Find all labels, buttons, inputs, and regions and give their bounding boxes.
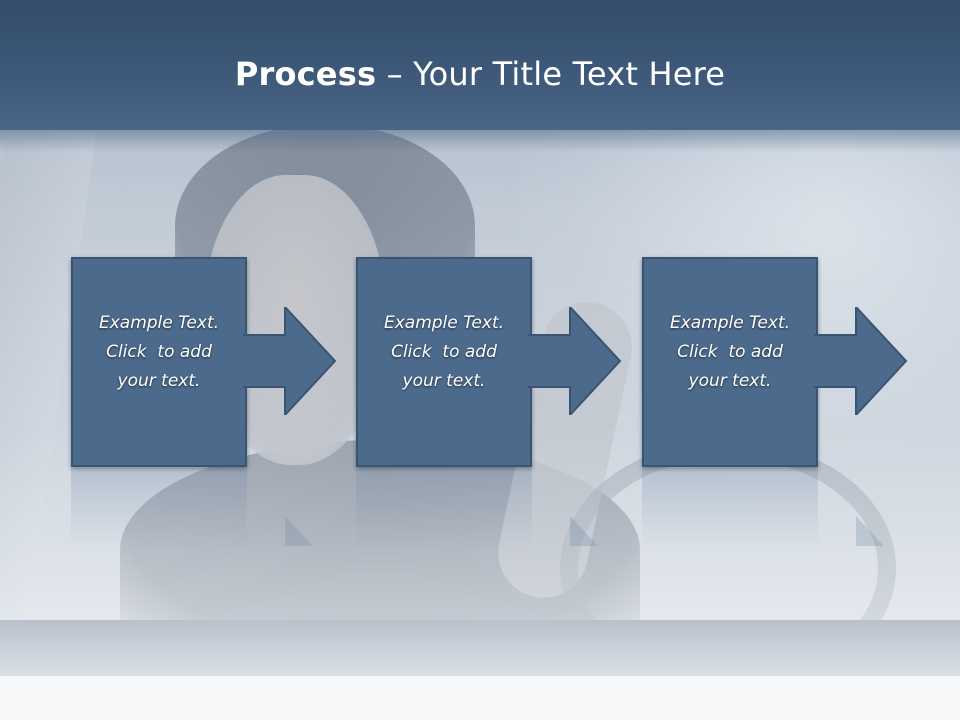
- arrow-reflection-icon: [856, 516, 884, 546]
- right-arrow-icon: [243, 307, 337, 415]
- right-arrow-icon: [814, 307, 908, 415]
- step-reflection: [71, 468, 351, 548]
- arrow-reflection-icon: [285, 516, 313, 546]
- process-step-3[interactable]: Example Text. Click to add your text.: [642, 257, 922, 467]
- step-reflection: [642, 468, 922, 548]
- slide-title[interactable]: Process – Your Title Text Here: [0, 52, 960, 96]
- title-bar: [0, 0, 960, 130]
- right-arrow-icon: [528, 307, 622, 415]
- arrow-reflection-icon: [570, 516, 598, 546]
- step-text[interactable]: Example Text. Click to add your text.: [98, 313, 220, 391]
- step-box[interactable]: [71, 257, 247, 467]
- process-step-1[interactable]: Example Text. Click to add your text.: [71, 257, 351, 467]
- step-text[interactable]: Example Text. Click to add your text.: [669, 313, 791, 391]
- step-reflection: [356, 468, 636, 548]
- title-bold: Process: [234, 55, 377, 93]
- step-text[interactable]: Example Text. Click to add your text.: [383, 313, 505, 391]
- process-step-2[interactable]: Example Text. Click to add your text.: [356, 257, 636, 467]
- step-box[interactable]: [356, 257, 532, 467]
- step-box[interactable]: [642, 257, 818, 467]
- title-rest: – Your Title Text Here: [376, 55, 726, 93]
